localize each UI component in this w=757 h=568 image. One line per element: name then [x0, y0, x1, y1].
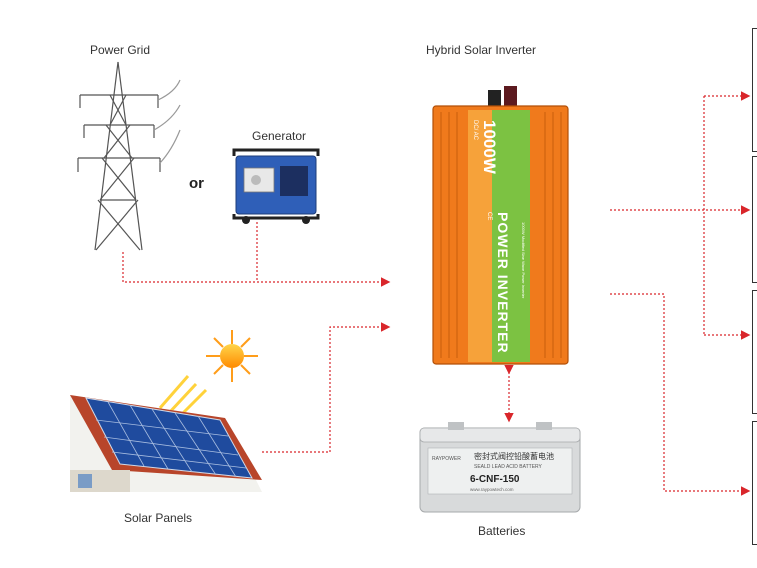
output-box-2 [752, 156, 757, 283]
solar-panels-label: Solar Panels [124, 511, 193, 525]
output-box-3 [752, 290, 757, 414]
sun-icon [158, 330, 258, 420]
generator-icon [232, 148, 320, 224]
battery-device-icon: RAYPOWER 密封式阀控铅酸蓄电池 SEALD LEAD ACID BATT… [419, 422, 581, 513]
or-label: or [189, 175, 204, 192]
battery-url-text: www.raypowtech.com [470, 487, 514, 492]
generator-label: Generator [252, 129, 307, 143]
output-box-1 [752, 28, 757, 152]
inverter-label: Hybrid Solar Inverter [426, 43, 537, 57]
inverter-device-icon: 1000W DC/ AC CE POWER INVERTER 1000W Mod… [432, 86, 569, 365]
output-box-4 [752, 421, 757, 545]
battery-chinese-text: 密封式阀控铅酸蓄电池 [474, 451, 554, 461]
battery-brand-text: RAYPOWER [432, 456, 461, 462]
inverter-wattage-text: 1000W [480, 120, 499, 175]
solar-to-inverter-line [262, 322, 391, 453]
battery-sub-text: SEALD LEAD ACID BATTERY [474, 464, 543, 470]
batteries-label: Batteries [478, 524, 526, 538]
connection-lines [122, 91, 751, 496]
inverter-dc-ac-text: DC/ AC [472, 120, 478, 141]
power-tower-icon [77, 61, 181, 251]
power-grid-label: Power Grid [90, 43, 151, 57]
battery-model-text: 6-CNF-150 [470, 474, 520, 485]
inverter-output-lower-line [610, 293, 751, 496]
grid-to-inverter-line [122, 252, 391, 287]
inverter-ce-mark: CE [486, 212, 492, 220]
inverter-small-text: 1000W Modified Sine Wave Power Inverter [521, 222, 526, 299]
solar-panel-house-icon [70, 395, 262, 492]
inverter-brand-text: POWER INVERTER [495, 212, 511, 354]
